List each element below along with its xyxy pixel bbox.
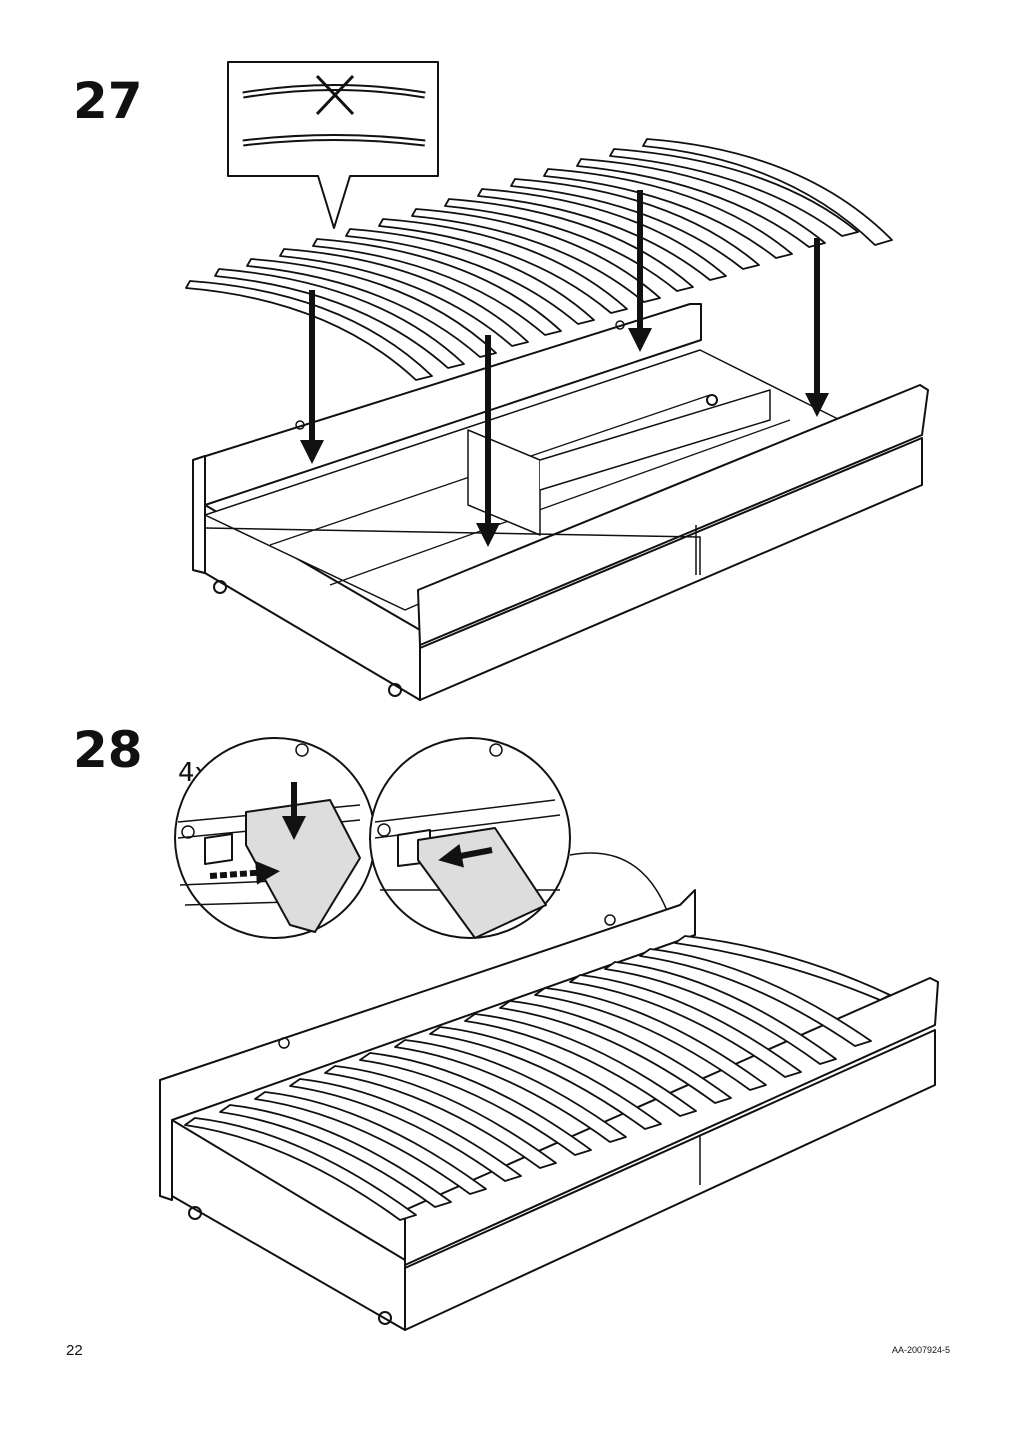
step-28-number: 28 <box>73 721 143 779</box>
bed-frame <box>192 303 929 701</box>
document-id: AA-2007924-5 <box>891 1345 950 1355</box>
slat-orientation-callout <box>227 61 439 229</box>
detail-lock-slat <box>369 737 676 939</box>
step-27-number: 27 <box>73 72 143 130</box>
bed-base-slats <box>185 138 893 381</box>
detail-insert-slat <box>174 737 376 939</box>
step-28-illustration <box>159 737 939 1331</box>
arrow-down-icon <box>300 190 829 547</box>
arrow-left-icon <box>438 843 493 868</box>
cross-icon <box>315 74 355 116</box>
bed-base-slats-installed <box>184 935 891 1221</box>
page-number: 22 <box>66 1342 83 1359</box>
step-27-illustration <box>185 61 929 701</box>
bed-frame-assembled <box>159 889 939 1331</box>
